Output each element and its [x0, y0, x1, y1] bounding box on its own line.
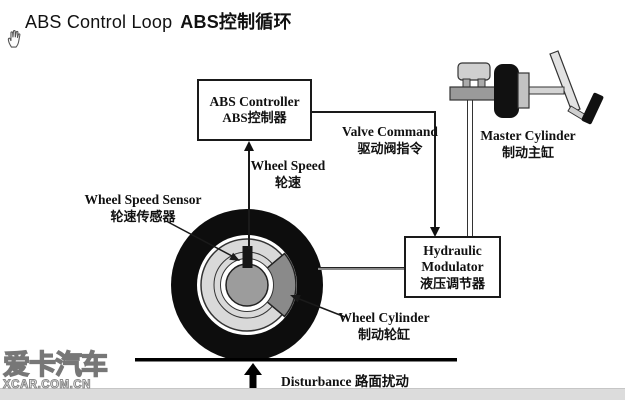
pedal-lever — [549, 50, 581, 113]
bottom-bar — [0, 388, 625, 400]
wheel-hub — [225, 263, 269, 307]
hydraulic-modulator-label-en1: Hydraulic — [423, 242, 482, 258]
disturbance-arrow — [244, 363, 262, 396]
ground-line — [135, 358, 457, 362]
valve-command-line-horizontal — [312, 111, 436, 113]
booster-disc — [517, 72, 530, 109]
fluid-reservoir — [457, 62, 491, 81]
wheel-cylinder-pipe — [318, 267, 405, 270]
pedal-pad — [581, 92, 604, 125]
abs-controller-label-en: ABS Controller — [209, 93, 300, 109]
wheel-speed-arrowhead — [244, 141, 254, 151]
title-en: ABS Control Loop — [25, 12, 173, 32]
wheel-speed-sensor-label: Wheel Speed Sensor 轮速传感器 — [84, 192, 202, 224]
sensor-pointer — [167, 221, 240, 261]
push-rod — [528, 86, 565, 95]
wheel-cylinder-pointer — [290, 295, 346, 318]
wheel-speed-line — [248, 149, 250, 249]
disturbance-label: Disturbance 路面扰动 — [281, 374, 409, 389]
watermark: 爱卡汽车 XCAR.COM.CN — [2, 350, 108, 392]
booster-drum — [494, 64, 519, 118]
wheel-cylinder-label: Wheel Cylinder 制动轮缸 — [338, 310, 430, 342]
hand-cursor-icon — [6, 29, 24, 49]
wheel-speed-label: Wheel Speed 轮速 — [250, 158, 326, 190]
valve-command-arrowhead — [430, 227, 440, 237]
title-zh: ABS控制循环 — [180, 12, 292, 32]
master-cylinder-assembly — [449, 50, 604, 125]
hydraulic-modulator-label-zh: 液压调节器 — [419, 275, 485, 291]
master-cylinder-label: Master Cylinder 制动主缸 — [480, 128, 576, 160]
hydraulic-modulator-box: Hydraulic Modulator 液压调节器 — [404, 236, 501, 298]
valve-command-line-vertical — [434, 111, 436, 228]
abs-controller-label-zh: ABS控制器 — [222, 110, 287, 126]
watermark-name: 爱卡汽车 — [2, 350, 108, 380]
valve-command-label: Valve Command 驱动阀指令 — [342, 124, 438, 156]
watermark-site: XCAR.COM.CN — [3, 379, 91, 391]
abs-controller-box: ABS Controller ABS控制器 — [197, 79, 312, 141]
speed-sensor — [242, 246, 253, 268]
hydraulic-modulator-label-en2: Modulator — [421, 259, 484, 275]
wheel-assembly — [171, 209, 323, 361]
page-title: ABS Control Loop ABS控制循环 — [25, 8, 292, 34]
master-cylinder-pipe — [467, 100, 473, 237]
